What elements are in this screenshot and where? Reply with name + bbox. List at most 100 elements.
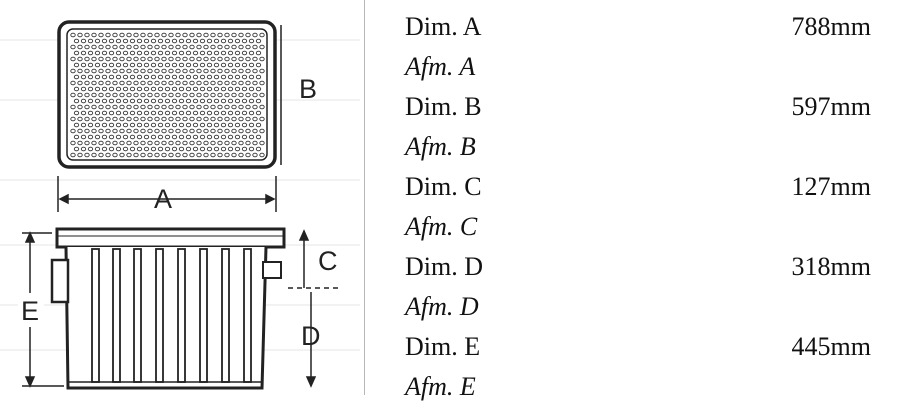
grate-hole (234, 134, 241, 140)
grate-hole (224, 152, 230, 158)
grate-hole (77, 92, 83, 98)
grate-hole (98, 44, 104, 50)
grate-hole (91, 104, 97, 110)
grate-hole (136, 146, 143, 152)
grate-hole (182, 116, 188, 122)
grate-hole (227, 98, 234, 104)
grate-hole (112, 104, 118, 110)
grate-hole (119, 116, 125, 122)
grate-hole (189, 116, 195, 122)
grate-hole (73, 134, 80, 140)
grate-hole (150, 98, 157, 104)
grate-hole (129, 38, 136, 44)
grate-hole (255, 86, 262, 92)
grate-hole (101, 50, 108, 56)
grate-hole (98, 152, 104, 158)
grate-hole (231, 56, 237, 62)
grate-hole (182, 152, 188, 158)
grate-hole (80, 134, 87, 140)
grate-hole (84, 32, 90, 38)
grate-hole (164, 134, 171, 140)
grate-hole (245, 140, 251, 146)
grate-hole (98, 80, 104, 86)
grate-hole (185, 110, 192, 116)
grate-hole (70, 56, 76, 62)
grate-hole (227, 122, 234, 128)
grate-hole (115, 134, 122, 140)
grate-hole (175, 56, 181, 62)
grate-hole (157, 74, 164, 80)
grate-hole (168, 128, 174, 134)
grate-hole (259, 152, 265, 158)
grate-hole (136, 38, 143, 44)
grate-hole (91, 152, 97, 158)
grate-hole (105, 128, 111, 134)
grate-hole (73, 50, 80, 56)
grate-hole (213, 74, 220, 80)
grate-hole (238, 80, 244, 86)
grate-hole (122, 86, 129, 92)
grate-hole (129, 98, 136, 104)
grate-hole (252, 116, 258, 122)
grate-hole (119, 152, 125, 158)
grate-hole (108, 110, 115, 116)
dimension-b-label: B (299, 74, 317, 104)
grate-hole (203, 128, 209, 134)
grate-hole (129, 134, 136, 140)
grate-hole (185, 38, 192, 44)
box-rib (91, 248, 100, 383)
dimension-c-label: C (318, 246, 338, 276)
grate-hole (175, 116, 181, 122)
grate-hole (77, 68, 83, 74)
grate-hole (164, 50, 171, 56)
grate-hole (143, 146, 150, 152)
grate-hole (126, 68, 132, 74)
grate-hole (252, 92, 258, 98)
box-rib (243, 248, 252, 383)
grate-hole (217, 140, 223, 146)
grate-hole (84, 68, 90, 74)
grate-hole (168, 116, 174, 122)
dimension-d-label: D (301, 321, 321, 351)
grate-hole (94, 62, 101, 68)
grate-hole (213, 38, 220, 44)
grate-hole (259, 92, 265, 98)
grate-hole (189, 92, 195, 98)
grate-hole (224, 56, 230, 62)
grate-hole (126, 104, 132, 110)
grate-hole (248, 86, 255, 92)
grate-hole (129, 62, 136, 68)
grate-hole (119, 32, 125, 38)
grate-hole (126, 140, 132, 146)
grate-hole (94, 74, 101, 80)
grate-hole (234, 122, 241, 128)
grate-hole (133, 32, 139, 38)
grate-hole (91, 80, 97, 86)
grate-hole (203, 56, 209, 62)
grate-hole (234, 110, 241, 116)
grate-hole (234, 146, 241, 152)
grate-hole (164, 62, 171, 68)
dimension-name: Dim. D (405, 252, 483, 281)
grate-hole (238, 152, 244, 158)
grate-hole (73, 74, 80, 80)
grate-hole (126, 32, 132, 38)
grate-hole (101, 38, 108, 44)
grate-hole (73, 146, 80, 152)
grate-hole (245, 56, 251, 62)
grate-hole (133, 68, 139, 74)
grate-hole (210, 68, 216, 74)
grate-hole (220, 38, 227, 44)
grate-hole (245, 116, 251, 122)
grate-hole (196, 152, 202, 158)
grate-hole (143, 134, 150, 140)
grate-hole (217, 104, 223, 110)
grate-hole (98, 128, 104, 134)
grate-hole (259, 32, 265, 38)
grate-hole (178, 98, 185, 104)
grate-hole (185, 62, 192, 68)
grate-hole (161, 104, 167, 110)
grate-hole (241, 62, 248, 68)
grate-hole (70, 140, 76, 146)
grate-hole (175, 80, 181, 86)
